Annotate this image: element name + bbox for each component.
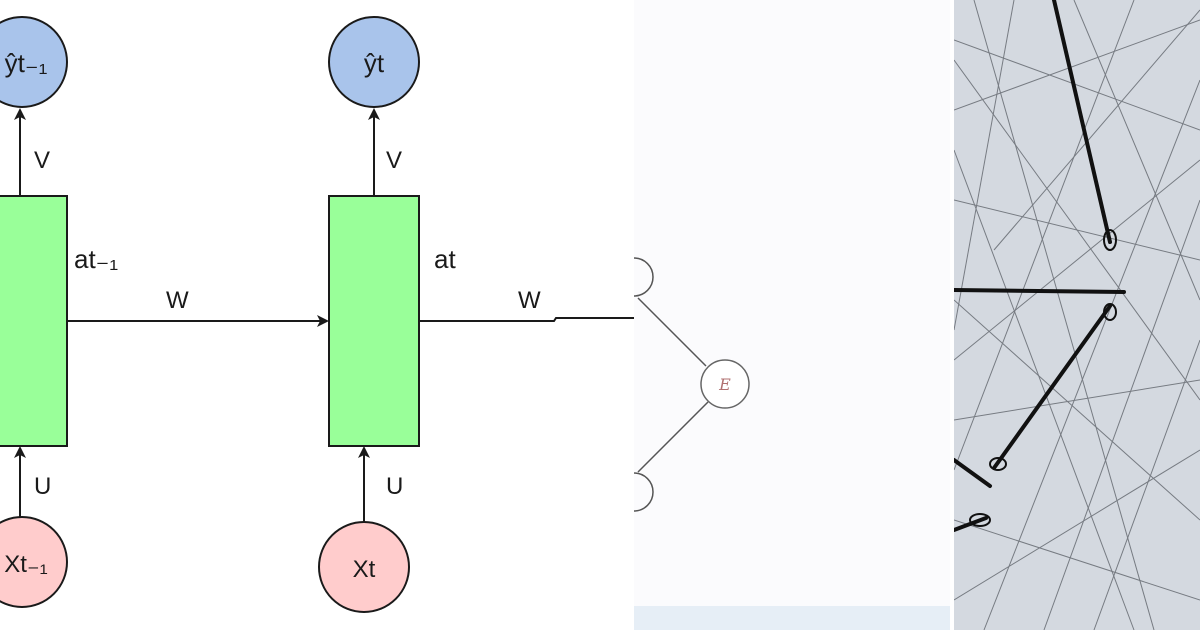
- prev-output-node: [0, 16, 68, 108]
- graph-fragment-panel: E: [634, 0, 950, 630]
- prev-hidden-box: [0, 195, 68, 447]
- recurrent-weight-label-1: W: [166, 287, 189, 314]
- neighbor-node-bottom: [634, 472, 654, 512]
- prev-v-label: V: [34, 147, 50, 174]
- rnn-diagram-panel: ŷt₋₁ V at₋₁ U Xt₋₁ W ŷt V at U: [0, 16, 634, 613]
- neighbor-node-top: [634, 257, 654, 297]
- graph-node-e-label: E: [718, 375, 731, 394]
- graph-edge-bottom: [637, 401, 709, 473]
- current-output-node: [328, 16, 420, 108]
- prev-hidden-label: at₋₁: [74, 244, 118, 274]
- current-input-label: Xt: [353, 556, 376, 583]
- tangled-strings-photo: [954, 0, 1200, 630]
- current-input-node: [318, 521, 410, 613]
- bottom-strip: [634, 606, 950, 630]
- recurrent-weight-label-2: W: [518, 287, 541, 314]
- graph-fragment: E: [634, 257, 950, 630]
- prev-input-label: Xt₋₁: [4, 551, 47, 578]
- graph-node-e: [700, 359, 750, 409]
- recurrent-edge-2: [419, 317, 634, 322]
- prev-output-label: ŷt₋₁: [5, 48, 48, 78]
- current-hidden-box: [328, 195, 420, 447]
- prev-input-node: [0, 516, 68, 608]
- current-output-label: ŷt: [364, 48, 385, 78]
- current-u-label: U: [386, 473, 403, 500]
- current-hidden-label: at: [434, 244, 456, 274]
- tangled-strings-image: [954, 0, 1200, 630]
- current-v-label: V: [386, 147, 402, 174]
- prev-u-label: U: [34, 473, 51, 500]
- rnn-diagram: ŷt₋₁ V at₋₁ U Xt₋₁ W ŷt V at U: [0, 16, 634, 613]
- graph-edge-top: [637, 297, 707, 367]
- prev-step: ŷt₋₁ V at₋₁ U Xt₋₁: [0, 16, 118, 608]
- current-step: ŷt V at U Xt: [318, 16, 456, 613]
